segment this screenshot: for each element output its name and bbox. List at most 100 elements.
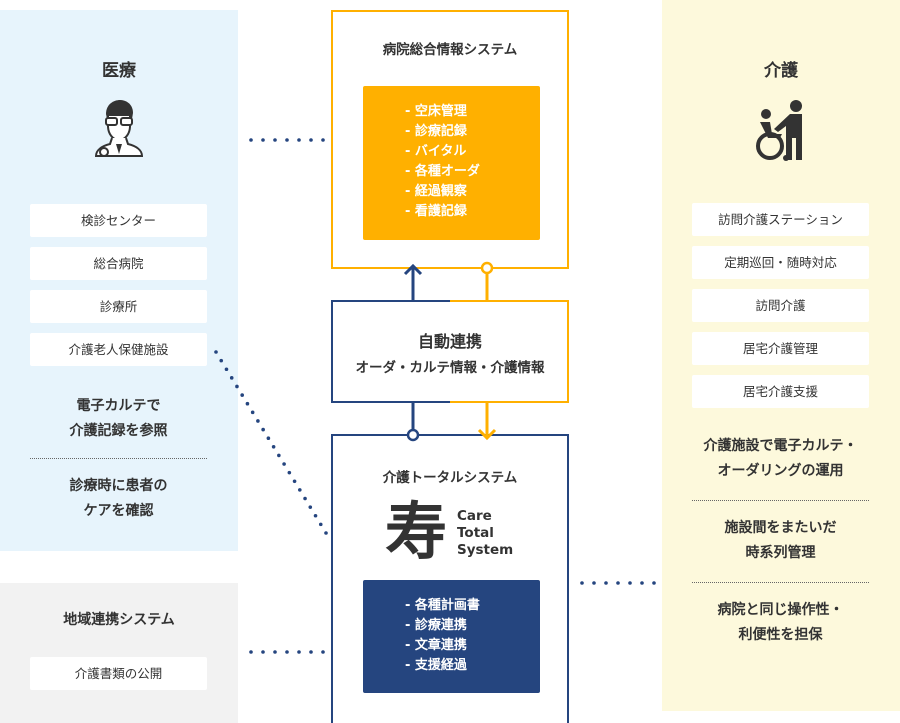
logo-text-line: Care (457, 508, 492, 524)
hospital-system-list: - 空床管理 - 診療記録 - バイタル - 各種オーダ - 経過観察 - 看護… (363, 86, 540, 240)
dot (285, 650, 289, 654)
hospital-system-item: - 各種オーダ (405, 164, 480, 179)
medical-note: 診療時に患者の ケアを確認 (69, 478, 168, 519)
auto-link-border (331, 300, 569, 403)
dot (256, 419, 260, 423)
dot (321, 650, 325, 654)
auto-link-subtitle: オーダ・カルテ情報・介護情報 (355, 360, 545, 376)
dotted-line-medical-hospital (249, 138, 325, 142)
dot (282, 462, 286, 466)
orange-arrow-down (477, 402, 497, 441)
dot (318, 522, 323, 527)
hospital-system-item: - バイタル (405, 144, 467, 159)
hospital-system-item: - 経過観察 (405, 184, 467, 199)
dot (214, 350, 218, 354)
dot (277, 453, 281, 458)
medical-item: 検診センター (30, 204, 207, 237)
dot (652, 581, 656, 585)
dot (604, 581, 608, 585)
regional-title: 地域連携システム (63, 612, 175, 628)
navy-arrow-up (403, 263, 423, 300)
care-note: 介護施設で電子カルテ・ オーダリングの運用 (703, 438, 858, 479)
dot (580, 581, 584, 585)
hospital-system-item: - 看護記録 (405, 204, 467, 219)
dot (297, 650, 301, 654)
care-system-title: 介護トータルシステム (382, 470, 518, 486)
dotted-line-regional-care (249, 650, 325, 654)
care-system-item: - 文章連携 (405, 638, 467, 653)
dot (240, 393, 244, 397)
logo-text-line: System (457, 542, 514, 558)
divider (692, 582, 869, 583)
dot (235, 384, 239, 389)
medical-note: 電子カルテで 介護記録を参照 (69, 398, 168, 439)
dot (640, 581, 644, 585)
kotobuki-logo: 寿 (385, 495, 448, 568)
dot (261, 138, 265, 142)
care-system-list: - 各種計画書 - 診療連携 - 文章連携 - 支援経過 (363, 580, 540, 693)
hospital-system-box: 病院総合情報システム - 空床管理 - 診療記録 - バイタル - 各種オーダ … (331, 10, 569, 269)
care-item: 定期巡回・随時対応 (692, 246, 869, 279)
medical-item: 総合病院 (30, 247, 207, 280)
dotted-line-care-panel (580, 581, 656, 585)
care-item: 訪問介護 (692, 289, 869, 322)
dot (298, 488, 302, 492)
hospital-system-item: - 空床管理 (405, 104, 467, 119)
care-note: 病院と同じ操作性・ 利便性を担保 (717, 602, 844, 643)
dot (245, 401, 250, 406)
dot (308, 505, 313, 509)
dot (261, 427, 265, 432)
dot (224, 367, 229, 372)
medical-title: 医療 (102, 61, 136, 81)
dot (616, 581, 620, 585)
dot (287, 470, 292, 475)
care-system-item: - 各種計画書 (405, 598, 480, 613)
care-note: 施設間をまたいだ 時系列管理 (724, 520, 837, 561)
regional-item: 介護書類の公開 (30, 657, 207, 690)
dot (313, 513, 318, 518)
care-item: 居宅介護管理 (692, 332, 869, 365)
care-item: 居宅介護支援 (692, 375, 869, 408)
dot (292, 479, 297, 484)
dot (273, 650, 277, 654)
doctor-icon (94, 100, 144, 157)
dot (266, 436, 271, 440)
logo-text-line: Total (457, 525, 494, 541)
care-panel: 介護 訪問介護ステーション 定期巡回・随時対応 訪問介護 居宅介護管理 居宅介護… (662, 0, 900, 711)
dot (309, 650, 313, 654)
dot (273, 138, 277, 142)
dot (271, 445, 276, 449)
dot (250, 410, 255, 415)
care-system-item: - 支援経過 (405, 658, 467, 673)
care-title: 介護 (764, 61, 798, 81)
dot (219, 358, 224, 363)
dot (249, 138, 253, 142)
dotted-line-medical-care (214, 350, 328, 535)
medical-item: 介護老人保健施設 (30, 333, 207, 366)
dot (297, 138, 301, 142)
wheelchair-caregiver-icon (756, 100, 802, 161)
dot (309, 138, 313, 142)
logo-text: Care Total System (457, 508, 513, 559)
hospital-system-title: 病院総合情報システム (382, 42, 518, 58)
auto-link-box: 自動連携 オーダ・カルテ情報・介護情報 (331, 300, 569, 403)
divider (30, 458, 207, 459)
dot (628, 581, 632, 585)
auto-link-title: 自動連携 (417, 332, 482, 351)
dot (324, 531, 328, 535)
navy-connector-down (406, 402, 420, 442)
orange-connector-up (480, 261, 494, 300)
hospital-system-item: - 診療記録 (405, 124, 467, 139)
dot (229, 376, 234, 380)
dot (321, 138, 325, 142)
dot (303, 496, 307, 501)
divider (692, 500, 869, 501)
care-system-item: - 診療連携 (405, 618, 467, 633)
medical-item: 診療所 (30, 290, 207, 323)
care-item: 訪問介護ステーション (692, 203, 869, 236)
care-system-box: 介護トータルシステム 寿 Care Total System - 各種計画書 -… (331, 434, 569, 723)
regional-panel: 地域連携システム 介護書類の公開 (0, 583, 238, 723)
medical-panel: 医療 検診センター 総合病院 診療所 介護老人保健施設 電子カルテで 介護記録を… (0, 10, 238, 551)
dot (261, 650, 265, 654)
